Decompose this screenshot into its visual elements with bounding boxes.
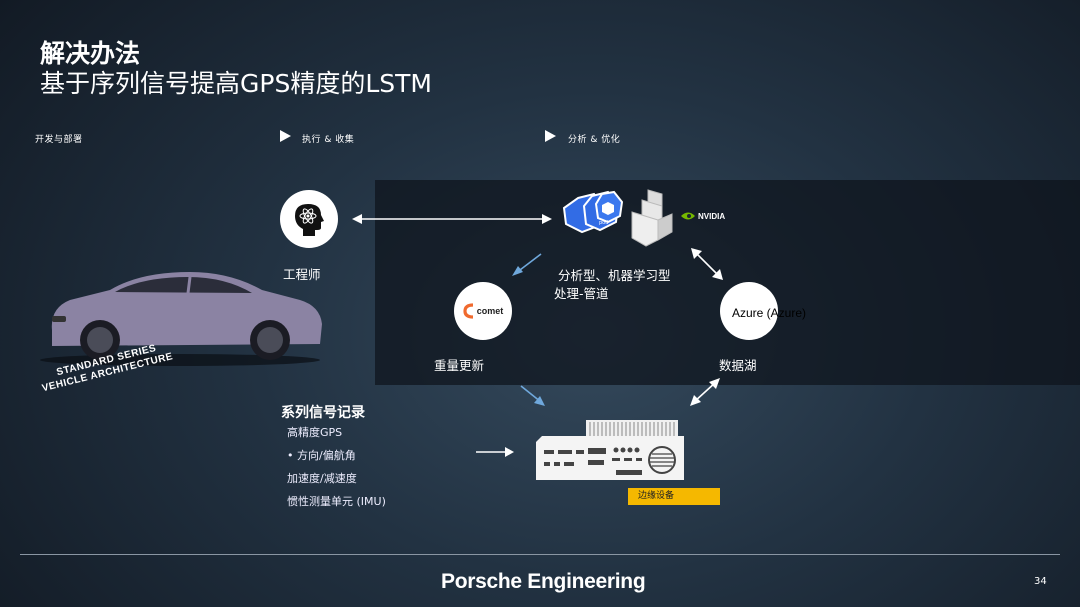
- arrow-down-right-icon: [520, 385, 545, 406]
- comet-logo: comet: [454, 282, 512, 340]
- pipeline-label-line1: 分析型、机器学习型: [558, 268, 671, 283]
- comet-label: 重量更新: [434, 358, 485, 373]
- play-icon: [545, 130, 556, 142]
- phase-develop: 开发与部署: [35, 135, 83, 145]
- head-atom-icon: [295, 204, 324, 236]
- play-icon: [280, 130, 291, 142]
- slide-subtitle: 基于序列信号提高GPS精度的LSTM: [40, 69, 432, 98]
- dark-band: [375, 180, 1080, 385]
- azure-logo-text: Azure (Azure): [732, 306, 807, 320]
- engineer-icon-circle: [280, 190, 338, 248]
- signal-item: 高精度GPS: [287, 426, 343, 439]
- engineer-label: 工程师: [283, 267, 321, 282]
- phase-execute: 执行 & 收集: [302, 135, 355, 145]
- signal-item: 惯性测量单元 (IMU): [287, 495, 386, 508]
- kubernetes-pods-icon: [562, 190, 624, 234]
- arrow-right-icon: [476, 447, 514, 457]
- nvidia-logo: NVIDIA: [681, 211, 725, 221]
- car-image: [40, 272, 323, 366]
- azure-label: 数据湖: [719, 358, 757, 373]
- comet-logo-text: comet: [476, 306, 504, 316]
- signals-list: 高精度GPS • 方向/偏航角 加速度/减速度 惯性测量单元 (IMU): [287, 424, 386, 516]
- footer-divider: [20, 554, 1060, 555]
- pod-label: pod: [599, 220, 609, 226]
- slide-title: 解决办法: [40, 39, 141, 68]
- signal-item: 加速度/减速度: [287, 472, 357, 485]
- brand-logo: Porsche Engineering: [441, 570, 646, 593]
- arrow-down-left-icon: [512, 253, 542, 276]
- signals-heading: 系列信号记录: [281, 405, 365, 421]
- compute-cubes-icon: [631, 189, 673, 247]
- nvidia-text: NVIDIA: [698, 211, 726, 221]
- comet-mark-icon: [463, 303, 473, 319]
- pipeline-label-line2: 处理-管道: [554, 286, 609, 301]
- edge-device-icon: [536, 420, 684, 480]
- double-arrow-icon: [352, 214, 552, 224]
- azure-logo: Azure (Azure): [720, 282, 806, 340]
- double-arrow-diagonal-icon: [690, 378, 720, 406]
- double-arrow-diagonal-icon: [691, 248, 723, 280]
- edge-device-label: 边缘设备: [628, 488, 720, 505]
- nvidia-eye-icon: [681, 212, 695, 220]
- phase-analyze: 分析 & 优化: [568, 135, 621, 145]
- signal-item: • 方向/偏航角: [287, 449, 356, 462]
- page-number: 34: [1034, 576, 1047, 587]
